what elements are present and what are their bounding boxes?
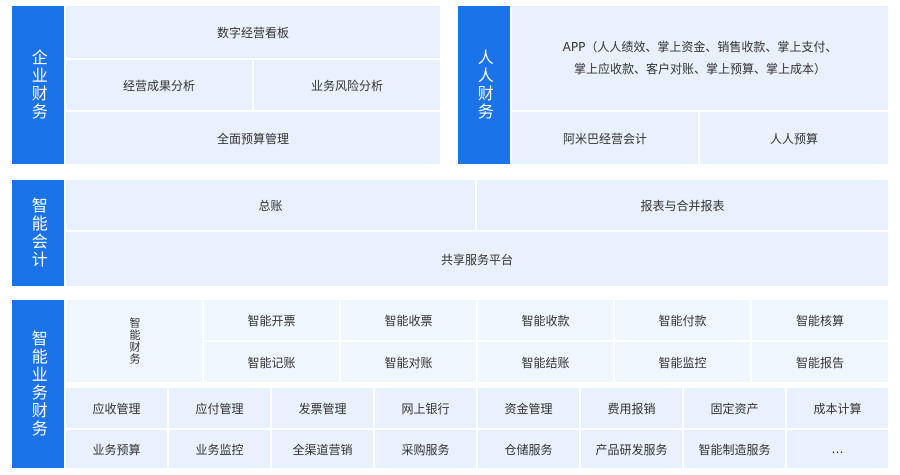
- business-row3-cell: 资金管理: [478, 388, 579, 428]
- business-row2-cell: 智能结账: [478, 342, 613, 382]
- business-row3-label: 固定资产: [710, 401, 759, 416]
- business-row3-cell: 网上银行: [375, 388, 476, 428]
- business-row2-cell: 智能监控: [615, 342, 750, 382]
- app-label-line1: APP（人人绩效、掌上资金、销售收款、掌上支付、: [562, 40, 838, 54]
- digital-dashboard-label: 数字经营看板: [216, 25, 289, 40]
- business-row3-cell: 发票管理: [272, 388, 373, 428]
- business-row4-cell: 采购服务: [375, 430, 476, 468]
- shared-platform-cell: 共享服务平台: [66, 232, 888, 286]
- business-row3-label: 发票管理: [298, 401, 347, 416]
- business-row3-label: 网上银行: [401, 401, 450, 416]
- business-row1-cell: 智能收款: [478, 300, 613, 340]
- business-row4-cell: 智能制造服务: [684, 430, 785, 468]
- business-row2-label: 智能监控: [658, 355, 707, 370]
- business-row2-cell: 智能记账: [204, 342, 339, 382]
- amoeba-accounting-cell: 阿米巴经营会计: [512, 112, 698, 164]
- results-analysis-cell: 经营成果分析: [66, 60, 252, 110]
- business-row2-label: 智能报告: [795, 355, 844, 370]
- results-analysis-label: 经营成果分析: [122, 78, 195, 93]
- business-row4-cell: 仓储服务: [478, 430, 579, 468]
- personal-budget-label: 人人预算: [769, 131, 818, 146]
- budget-management-label: 全面预算管理: [216, 131, 289, 146]
- app-cell: APP（人人绩效、掌上资金、销售收款、掌上支付、 掌上应收款、客户对账、掌上预算…: [512, 6, 888, 110]
- app-label-line2: 掌上应收款、客户对账、掌上预算、掌上成本）: [573, 62, 826, 76]
- business-row3-label: 应付管理: [195, 401, 244, 416]
- smart-finance-label: 智能财务: [128, 317, 141, 365]
- business-row2-cell: 智能报告: [752, 342, 888, 382]
- business-row1-cell: 智能开票: [204, 300, 339, 340]
- business-row2-label: 智能结账: [521, 355, 570, 370]
- business-row4-label: 业务预算: [92, 442, 141, 457]
- business-row4-cell: 全渠道营销: [272, 430, 373, 468]
- business-row1-cell: 智能付款: [615, 300, 750, 340]
- business-row2-label: 智能记账: [247, 355, 296, 370]
- risk-analysis-label: 业务风险分析: [310, 78, 383, 93]
- personal-finance-header: 人人财务: [458, 6, 510, 164]
- business-row3-label: 应收管理: [92, 401, 141, 416]
- business-row1-label: 智能开票: [247, 313, 296, 328]
- smart-finance-cell: 智能财务: [66, 300, 202, 382]
- business-row4-label: 仓储服务: [504, 442, 553, 457]
- business-row4-label: 产品研发服务: [595, 442, 668, 457]
- budget-management-cell: 全面预算管理: [66, 112, 440, 164]
- business-row2-label: 智能对账: [384, 355, 433, 370]
- business-row3-cell: 固定资产: [684, 388, 785, 428]
- reports-cell: 报表与合并报表: [477, 180, 888, 230]
- enterprise-finance-header: 企业财务: [12, 6, 64, 164]
- business-row1-cell: 智能核算: [752, 300, 888, 340]
- shared-platform-label: 共享服务平台: [440, 252, 513, 267]
- personal-finance-title: 人人财务: [474, 49, 494, 121]
- business-row4-label: 智能制造服务: [698, 442, 771, 457]
- business-row3-label: 费用报销: [607, 401, 656, 416]
- business-row3-label: 成本计算: [813, 401, 862, 416]
- personal-budget-cell: 人人预算: [700, 112, 888, 164]
- digital-dashboard-cell: 数字经营看板: [66, 6, 440, 58]
- business-row4-cell: 业务监控: [169, 430, 270, 468]
- business-row4-label: …: [831, 442, 844, 456]
- business-row4-cell: 业务预算: [66, 430, 167, 468]
- business-row1-label: 智能收款: [521, 313, 570, 328]
- business-row3-cell: 应收管理: [66, 388, 167, 428]
- smart-business-finance-header: 智能业务财务: [12, 300, 64, 468]
- general-ledger-label: 总账: [258, 198, 283, 213]
- reports-label: 报表与合并报表: [640, 198, 725, 213]
- general-ledger-cell: 总账: [66, 180, 475, 230]
- business-row1-cell: 智能收票: [341, 300, 476, 340]
- smart-accounting-header: 智能会计: [12, 180, 64, 286]
- business-row2-cell: 智能对账: [341, 342, 476, 382]
- business-row1-label: 智能收票: [384, 313, 433, 328]
- business-row3-cell: 费用报销: [581, 388, 682, 428]
- business-row1-label: 智能核算: [795, 313, 844, 328]
- smart-business-finance-title: 智能业务财务: [28, 330, 48, 438]
- risk-analysis-cell: 业务风险分析: [254, 60, 440, 110]
- business-row4-cell: …: [787, 430, 888, 468]
- smart-accounting-title: 智能会计: [28, 197, 48, 269]
- business-row4-cell: 产品研发服务: [581, 430, 682, 468]
- enterprise-finance-title: 企业财务: [28, 49, 48, 121]
- business-row4-label: 全渠道营销: [292, 442, 353, 457]
- amoeba-accounting-label: 阿米巴经营会计: [562, 131, 647, 146]
- business-row4-label: 业务监控: [195, 442, 244, 457]
- business-row1-label: 智能付款: [658, 313, 707, 328]
- business-row4-label: 采购服务: [401, 442, 450, 457]
- business-row3-cell: 成本计算: [787, 388, 888, 428]
- business-row3-cell: 应付管理: [169, 388, 270, 428]
- business-row3-label: 资金管理: [504, 401, 553, 416]
